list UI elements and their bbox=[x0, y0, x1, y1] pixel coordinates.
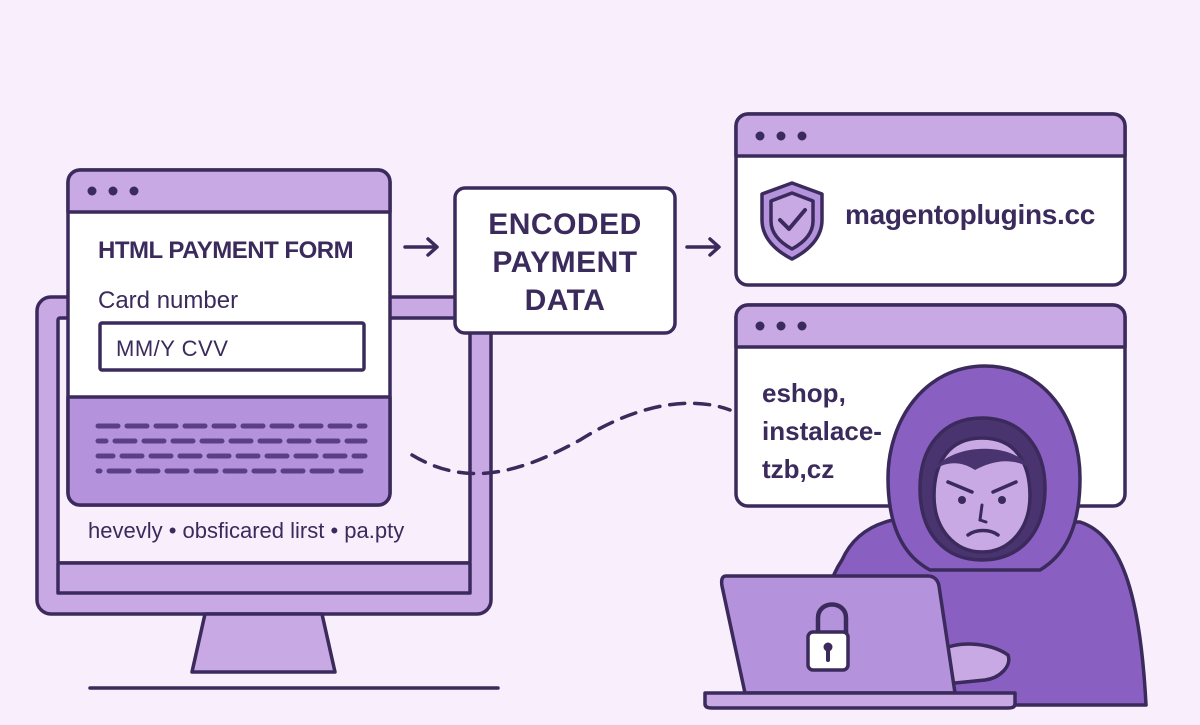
victim-shop-line: instalace- bbox=[762, 416, 882, 446]
victim-shop-line: tzb,cz bbox=[762, 454, 835, 484]
window-dot-icon bbox=[108, 186, 118, 196]
card-input-box bbox=[98, 321, 366, 372]
encoded-line: ENCODED bbox=[488, 208, 642, 241]
card-number-label: Card number bbox=[98, 287, 239, 314]
arrow-to-domain-icon bbox=[685, 237, 721, 257]
encoded-line: PAYMENT bbox=[492, 246, 638, 279]
obfuscated-code-lines-icon bbox=[95, 423, 368, 474]
encoded-data-box bbox=[453, 186, 677, 335]
padlock-icon bbox=[806, 602, 850, 672]
target-domain-label: magentoplugins.cc bbox=[845, 199, 1096, 230]
window-dot-icon bbox=[776, 321, 786, 331]
dashed-exfiltration-path-icon bbox=[410, 401, 732, 476]
victim-shop-label: eshop, instalace- tzb,cz bbox=[762, 374, 882, 488]
victim-shop-line: eshop, bbox=[762, 378, 846, 408]
window-dot-icon bbox=[797, 131, 807, 141]
encoded-data-label: ENCODED PAYMENT DATA bbox=[455, 206, 675, 320]
window-dot-icon bbox=[755, 131, 765, 141]
encoded-line: DATA bbox=[524, 284, 606, 317]
window-dot-icon bbox=[129, 186, 139, 196]
window-dot-icon bbox=[797, 321, 807, 331]
obfuscation-caption: hevevly • obsficared lirst • pa.pty bbox=[88, 518, 405, 543]
window-dot-icon bbox=[87, 186, 97, 196]
window-dot-icon bbox=[755, 321, 765, 331]
target-domain-window bbox=[734, 112, 1127, 287]
card-input-value: MM/Y CVV bbox=[116, 336, 229, 361]
window-dot-icon bbox=[776, 131, 786, 141]
payment-form-window bbox=[66, 168, 392, 507]
laptop-icon bbox=[703, 574, 1017, 710]
arrow-to-encoded-icon bbox=[403, 237, 439, 257]
payment-form-title: HTML PAYMENT FORM bbox=[98, 237, 354, 264]
shield-check-icon bbox=[760, 181, 824, 261]
